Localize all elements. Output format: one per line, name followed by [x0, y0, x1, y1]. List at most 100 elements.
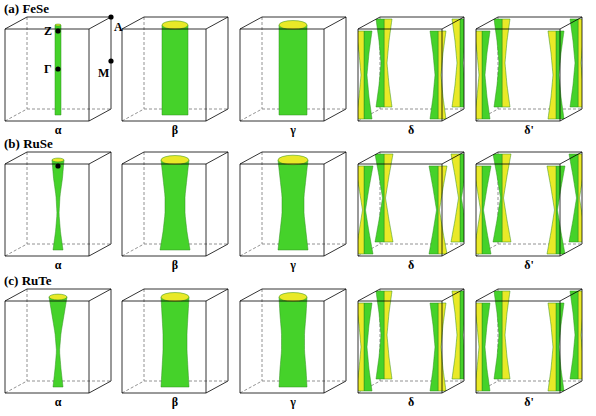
fermi-panel — [474, 291, 586, 391]
zone-edge — [27, 381, 111, 382]
zone-edge — [228, 17, 229, 109]
zone-edge — [442, 381, 464, 393]
zone-edge — [122, 29, 206, 30]
panel-title: (b) RuSe — [4, 137, 53, 150]
zone-edge — [358, 164, 359, 256]
fermi-sheet — [375, 154, 384, 242]
zone-edge — [27, 244, 111, 245]
fermi-sheet — [376, 291, 384, 379]
fermi-sheet — [452, 19, 460, 107]
fermi-sheet — [438, 166, 447, 254]
zone-edge — [476, 393, 560, 394]
zone-edge — [144, 152, 145, 244]
fermi-panel — [55, 24, 61, 115]
k-point — [55, 28, 60, 33]
zone-edge — [122, 164, 123, 256]
fermi-panel — [160, 156, 190, 250]
zone-edge — [442, 164, 443, 256]
band-label: δ' — [524, 124, 534, 136]
fermi-sheet — [52, 160, 64, 250]
k-point-label: A — [114, 21, 123, 33]
band-label: α — [55, 124, 62, 136]
zone-edge — [122, 256, 206, 257]
zone-edge — [442, 244, 464, 256]
zone-edge — [464, 152, 465, 244]
zone-edge — [464, 17, 465, 109]
zone-edge — [122, 121, 206, 122]
fermi-sheet — [162, 25, 188, 115]
fermi-sheet — [451, 154, 460, 242]
zone-edge — [498, 109, 582, 110]
zone-edge — [358, 393, 442, 394]
fermi-sheet — [278, 160, 308, 250]
zone-edge — [89, 244, 111, 256]
fermi-sheet — [384, 19, 392, 107]
zone-edge — [206, 381, 228, 393]
fermi-sheet — [384, 291, 392, 379]
zone-edge — [560, 17, 582, 29]
sheet-opening — [49, 294, 67, 300]
zone-edge — [206, 152, 228, 164]
zone-edge — [240, 244, 262, 256]
fermi-sheet — [578, 154, 587, 242]
zone-edge — [324, 152, 346, 164]
zone-edge — [27, 289, 28, 381]
zone-edge — [206, 17, 228, 29]
fermi-sheet — [356, 31, 364, 119]
zone-edge — [380, 17, 464, 18]
zone-edge — [560, 381, 582, 393]
zone-edge — [346, 17, 347, 109]
zone-edge — [89, 17, 111, 29]
k-point — [108, 58, 113, 63]
zone-edge — [442, 109, 464, 121]
zone-edge — [111, 289, 112, 381]
zone-edge — [5, 109, 27, 121]
zone-edge — [358, 301, 442, 302]
panel-title: (a) FeSe — [4, 2, 49, 15]
zone-edge — [476, 29, 560, 30]
zone-edge — [442, 17, 464, 29]
zone-edge — [122, 164, 206, 165]
sheet-opening — [52, 158, 64, 162]
k-point — [55, 66, 60, 71]
zone-edge — [358, 289, 380, 301]
zone-edge — [144, 289, 228, 290]
fermi-sheet — [547, 166, 556, 254]
zone-edge — [358, 301, 359, 393]
zone-edge — [358, 152, 380, 164]
zone-edge — [498, 152, 582, 153]
zone-edge — [442, 301, 443, 393]
fermi-sheet — [570, 19, 578, 107]
zone-edge — [89, 29, 90, 121]
zone-edge — [122, 17, 144, 29]
zone-edge — [89, 289, 111, 301]
zone-edge — [206, 29, 207, 121]
zone-edge — [5, 164, 89, 165]
fermi-sheet — [355, 166, 364, 254]
fermi-sheet — [364, 31, 372, 119]
band-label: α — [55, 259, 62, 271]
fermi-sheet — [356, 303, 364, 391]
zone-edge — [324, 109, 346, 121]
zone-edge — [346, 152, 347, 244]
band-label: δ — [408, 396, 414, 408]
band-label: δ' — [524, 259, 534, 271]
zone-edge — [262, 152, 346, 153]
zone-edge — [582, 289, 583, 381]
fermi-sheet — [55, 25, 61, 115]
fermi-panel — [161, 293, 189, 387]
zone-edge — [27, 152, 111, 153]
fermi-sheet — [502, 291, 510, 379]
zone-edge — [324, 17, 346, 29]
zone-edge — [206, 244, 228, 256]
fermi-sheet — [430, 31, 438, 119]
zone-edge — [5, 164, 6, 256]
band-label: δ' — [524, 396, 534, 408]
zone-edge — [464, 289, 465, 381]
band-label: γ — [290, 259, 296, 271]
zone-edge — [262, 152, 263, 244]
zone-edge — [346, 289, 347, 381]
fermi-panel — [279, 21, 307, 115]
zone-edge — [144, 17, 145, 109]
